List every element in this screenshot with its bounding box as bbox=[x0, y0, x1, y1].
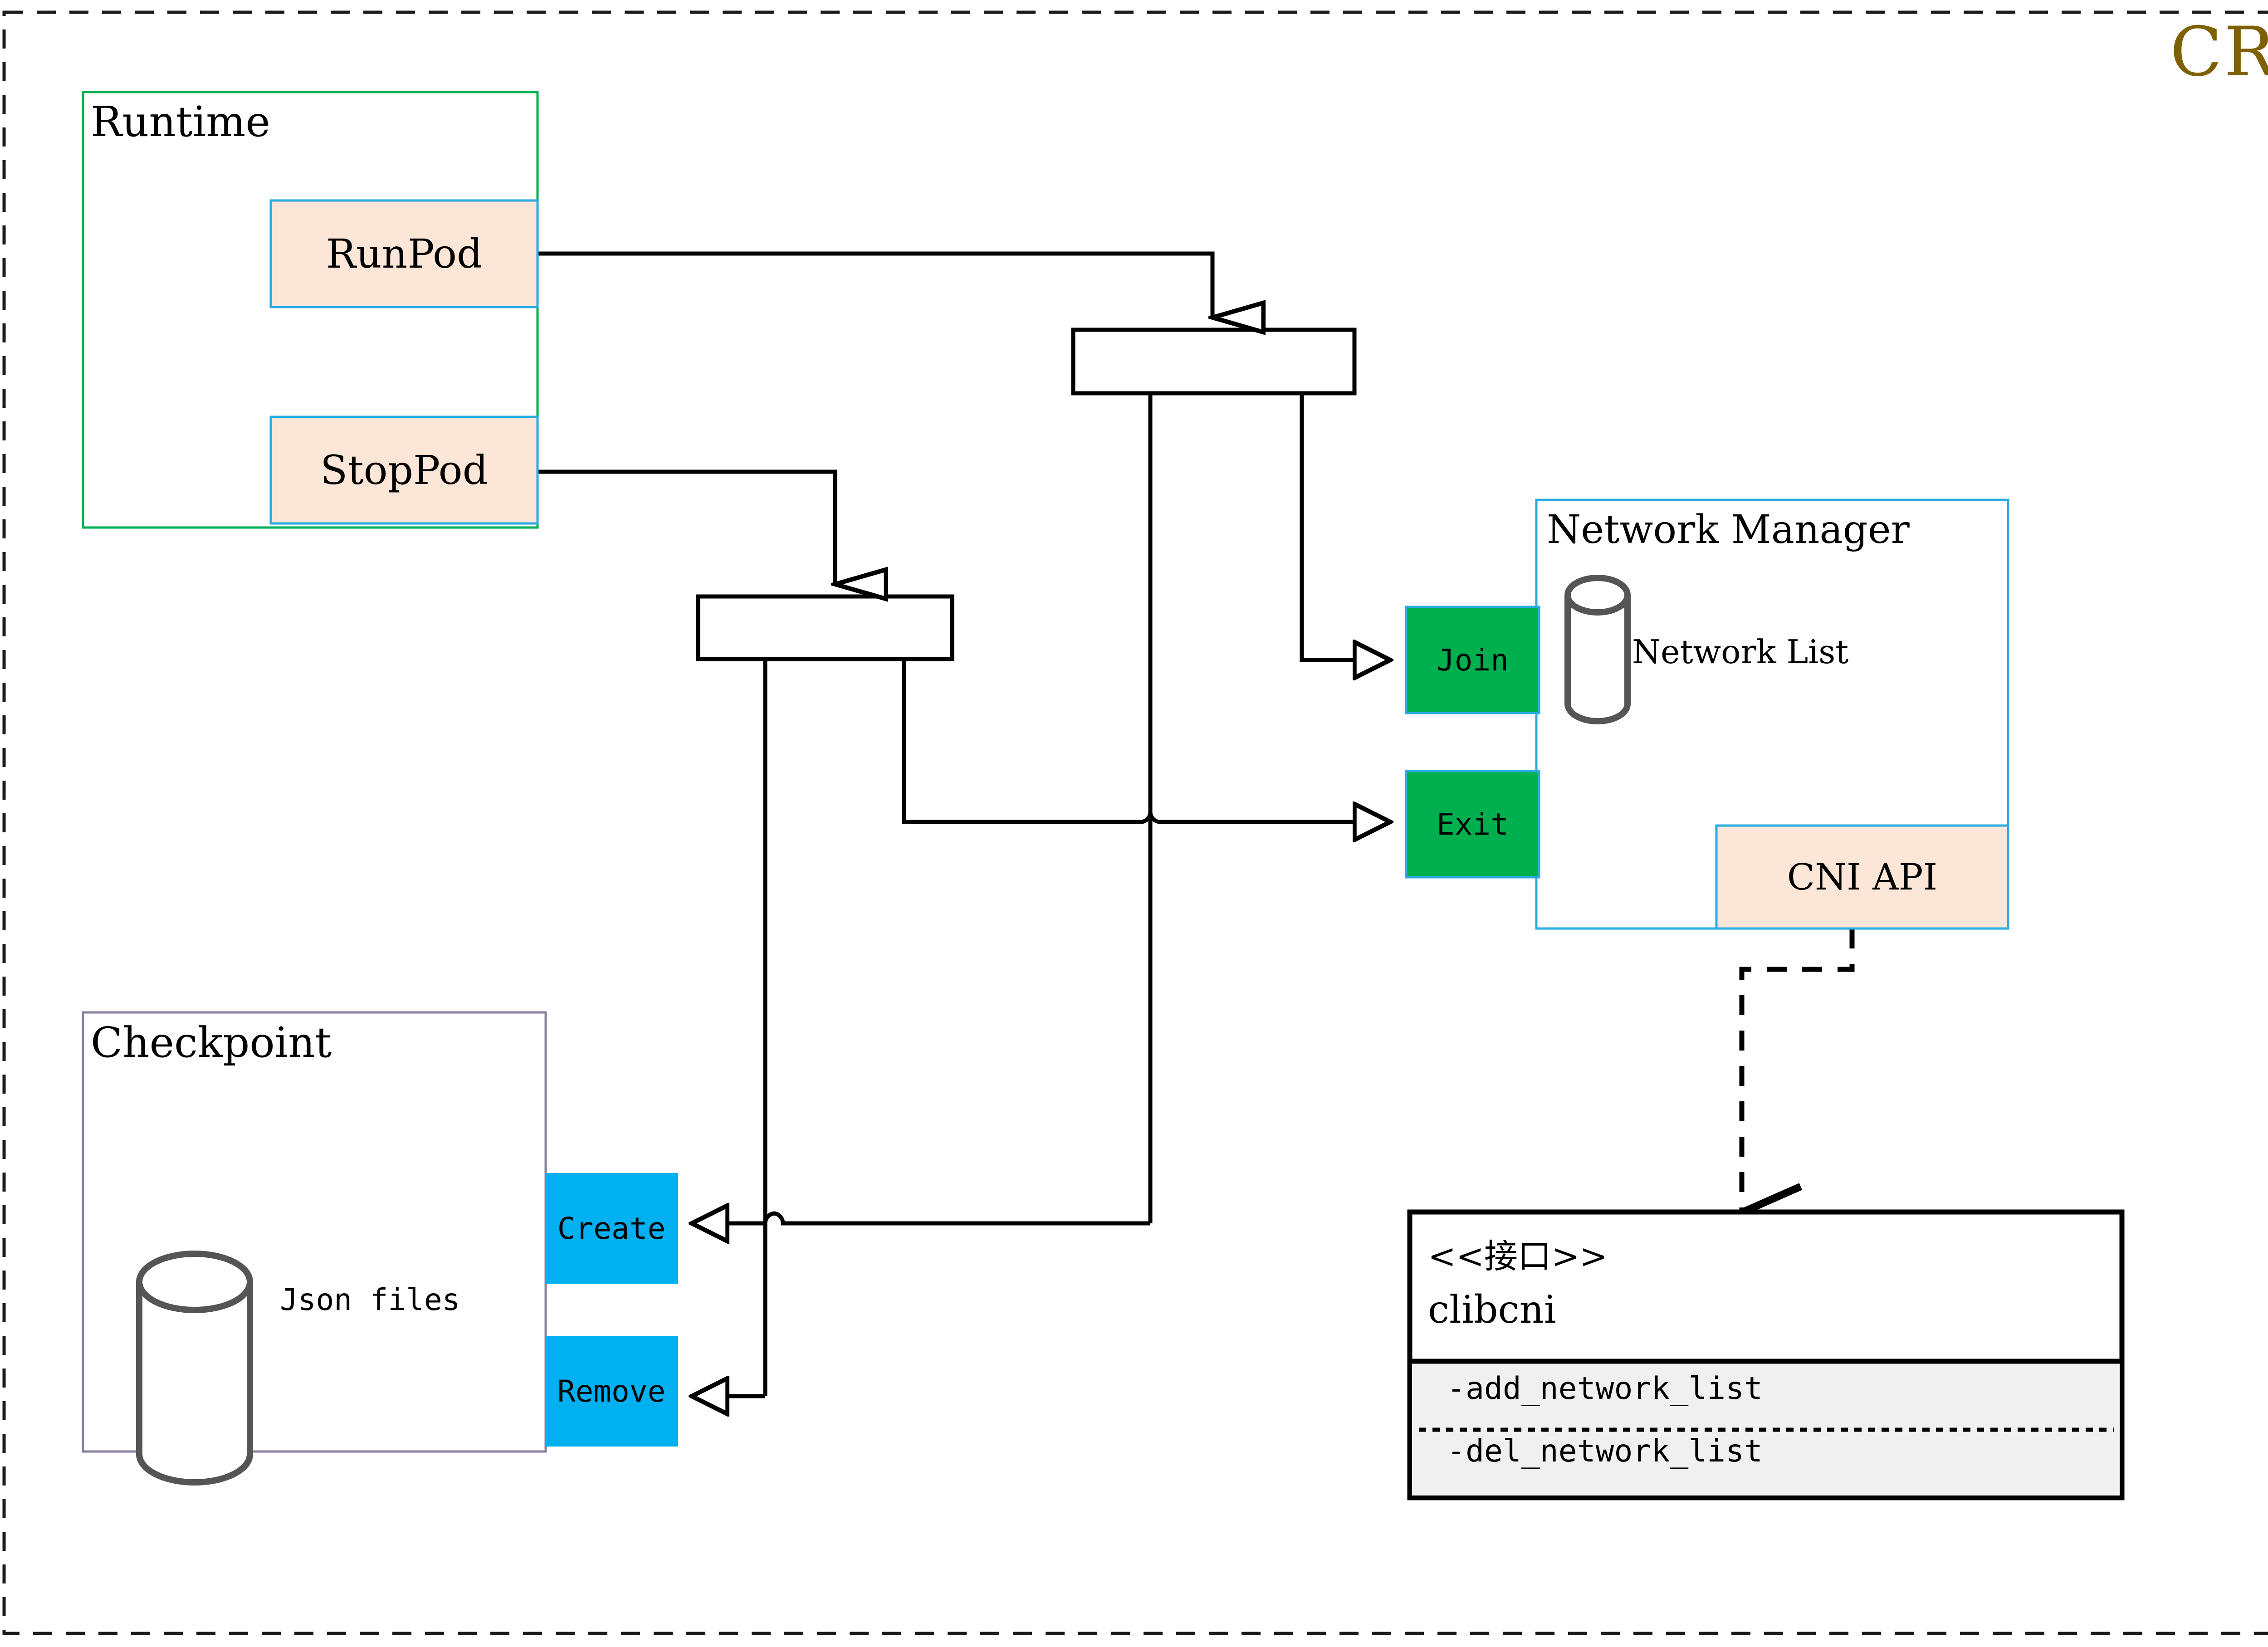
edge-runpod-to-junction-upper bbox=[538, 251, 1212, 318]
junction-lower-rect bbox=[696, 594, 954, 661]
edge-stoppod-to-junction-lower bbox=[538, 469, 835, 584]
edge-to-create bbox=[692, 1213, 1150, 1223]
cni-api-box-label[interactable]: CNI API bbox=[1787, 856, 1938, 898]
edge-junction-lower-to-exit bbox=[902, 659, 1390, 822]
runtime-group-label: Runtime bbox=[91, 98, 270, 146]
runpod-box-rect bbox=[269, 199, 539, 308]
network-list-label: Network List bbox=[1632, 633, 1849, 671]
stoppod-box-rect bbox=[269, 415, 539, 525]
exit-box-rect bbox=[1405, 770, 1540, 879]
edge-cni-api-to-clibcni-dashed bbox=[1742, 929, 1855, 1212]
clibcni-stereotype: <<接口>> bbox=[1428, 1237, 1608, 1276]
runtime-container-rect bbox=[82, 91, 539, 529]
join-port-label[interactable]: Join bbox=[1437, 642, 1509, 678]
create-box-label[interactable]: Create bbox=[557, 1211, 666, 1246]
cni-api-box-rect bbox=[1715, 824, 2009, 930]
clibcni-method-del: -del_network_list bbox=[1447, 1433, 1763, 1469]
network-manager-label: Network Manager bbox=[1547, 507, 1910, 552]
network-list-cylinder bbox=[1564, 575, 1631, 724]
diagram-title: CRI bbox=[2170, 13, 2268, 92]
junction-upper-rect bbox=[1071, 327, 1357, 396]
checkpoint-group-label: Checkpoint bbox=[91, 1018, 332, 1067]
clibcni-method-add: -add_network_list bbox=[1447, 1371, 1763, 1407]
outer-frame bbox=[2, 10, 2268, 1635]
remove-box-rect bbox=[545, 1336, 678, 1447]
edge-junction-upper-to-join bbox=[1300, 393, 1390, 660]
stoppod-box-label[interactable]: StopPod bbox=[320, 447, 488, 494]
json-files-label: Json files bbox=[280, 1282, 460, 1317]
exit-port-label[interactable]: Exit bbox=[1437, 806, 1509, 842]
remove-box-label[interactable]: Remove bbox=[557, 1373, 666, 1409]
join-box-rect bbox=[1405, 606, 1540, 714]
json-files-cylinder bbox=[136, 1251, 253, 1486]
create-box-rect bbox=[545, 1173, 678, 1284]
clibcni-name: clibcni bbox=[1428, 1287, 1556, 1332]
runpod-box-label[interactable]: RunPod bbox=[326, 230, 483, 277]
